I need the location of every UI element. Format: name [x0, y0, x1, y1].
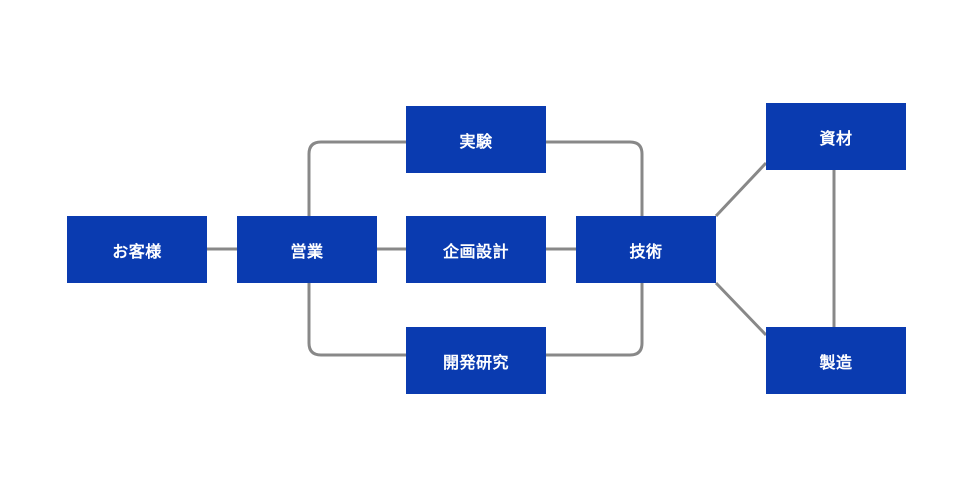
node-planning: 企画設計	[406, 216, 546, 283]
node-technology: 技術	[576, 216, 716, 283]
node-technology-label: 技術	[629, 241, 663, 261]
connector-experiment-technology	[546, 140, 644, 216]
node-customer: お客様	[67, 216, 207, 283]
node-planning-label: 企画設計	[442, 241, 509, 261]
node-sales-label: 営業	[290, 241, 324, 261]
node-rnd: 開発研究	[406, 327, 546, 394]
node-manufacturing: 製造	[766, 327, 906, 394]
node-experiment-label: 実験	[459, 131, 493, 151]
node-rnd-label: 開発研究	[442, 352, 509, 372]
node-materials-label: 資材	[819, 128, 853, 148]
connector-sales-rnd	[307, 283, 406, 357]
connector-technology-manufacturing	[714, 281, 768, 337]
node-materials: 資材	[766, 103, 906, 170]
node-sales: 営業	[237, 216, 377, 283]
connector-technology-materials	[714, 161, 768, 218]
connector-sales-experiment	[307, 140, 406, 216]
node-customer-label: お客様	[112, 241, 162, 261]
connector-rnd-technology	[546, 283, 644, 357]
node-experiment: 実験	[406, 106, 546, 173]
node-manufacturing-label: 製造	[819, 352, 853, 372]
